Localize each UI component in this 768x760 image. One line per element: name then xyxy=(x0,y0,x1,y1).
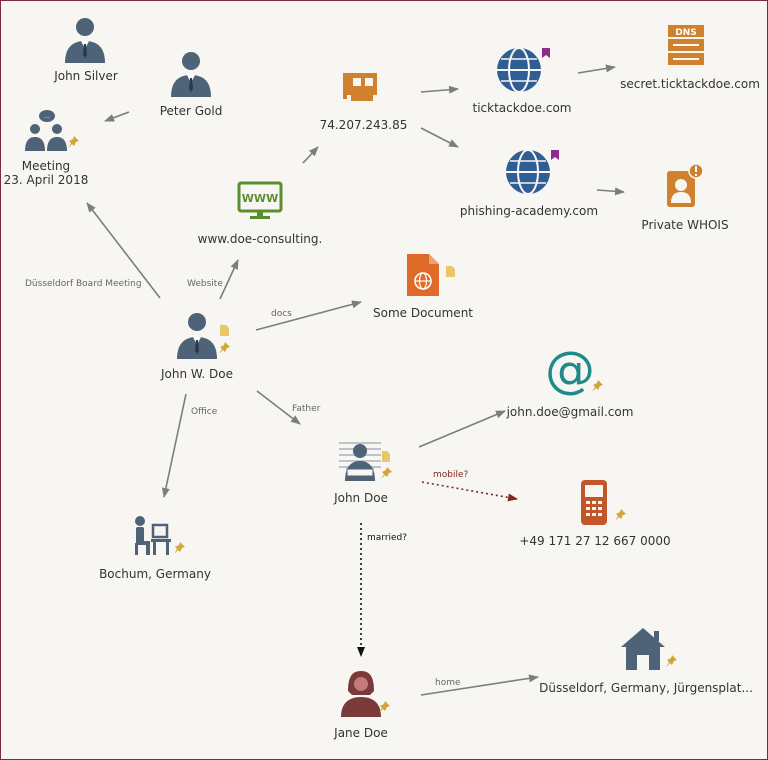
pin-icon xyxy=(68,136,79,148)
edge-johnw-to-document xyxy=(255,300,362,331)
person-icon xyxy=(171,52,211,97)
edge-johnw-to-bochum xyxy=(161,393,187,498)
edge-ip-to-phishing xyxy=(420,127,459,148)
label-home: Düsseldorf, Germany, Jürgensplat... xyxy=(539,681,753,695)
node-website[interactable]: WWW xyxy=(237,181,283,221)
node-jane-doe[interactable] xyxy=(337,669,397,721)
at-sign-icon: @ xyxy=(545,341,595,399)
label-john-doe: John Doe xyxy=(334,491,388,505)
edge-johndoe-to-email xyxy=(418,410,506,448)
node-john-silver[interactable] xyxy=(61,15,109,65)
edge-website-to-ip xyxy=(302,146,319,164)
edge-label-website: Website xyxy=(187,279,223,289)
edge-johnw-to-meeting xyxy=(86,202,161,299)
label-ticktackdoe: ticktackdoe.com xyxy=(472,101,572,115)
person-icon xyxy=(177,313,230,359)
label-meeting: Meeting 23. April 2018 xyxy=(1,159,93,187)
woman-icon xyxy=(341,671,390,717)
label-secret-dns: secret.ticktackdoe.com xyxy=(620,77,760,91)
label-document: Some Document xyxy=(372,306,473,320)
edge-johndoe-to-phone xyxy=(421,481,518,502)
website-icon: WWW xyxy=(237,181,283,219)
office-icon xyxy=(135,516,185,555)
globe-icon xyxy=(497,47,550,93)
label-ip: 74.207.243.85 xyxy=(319,118,408,132)
label-whois: Private WHOIS xyxy=(641,218,729,232)
edge-ticktackdoe-to-secret xyxy=(577,64,616,74)
edge-peter-to-meeting xyxy=(104,111,130,122)
label-jane-doe: Jane Doe xyxy=(334,726,388,740)
label-meeting-title: Meeting xyxy=(21,159,71,173)
label-john-w-doe: John W. Doe xyxy=(161,367,233,381)
edge-label-married: married? xyxy=(367,533,408,543)
edge-phishing-to-whois xyxy=(596,187,625,196)
node-whois[interactable] xyxy=(663,163,707,211)
label-email: john.doe@gmail.com xyxy=(506,405,634,419)
edge-label-father: Father xyxy=(292,404,321,414)
edge-ip-to-ticktackdoe xyxy=(420,85,459,94)
node-meeting[interactable]: ... xyxy=(23,107,85,155)
node-bochum[interactable] xyxy=(133,515,193,559)
edge-jane-to-home xyxy=(420,674,539,696)
network-card-icon xyxy=(343,73,377,101)
node-phone[interactable] xyxy=(579,479,633,527)
edge-label-home: home xyxy=(435,678,461,688)
edge-label-mobile: mobile? xyxy=(433,470,469,480)
node-peter-gold[interactable] xyxy=(167,49,215,99)
label-website: www.doe-consulting. xyxy=(197,232,323,246)
node-document[interactable] xyxy=(405,253,459,297)
node-ip[interactable] xyxy=(343,69,383,105)
node-john-w-doe[interactable] xyxy=(173,309,235,361)
node-secret-dns[interactable]: DNS xyxy=(665,23,707,67)
edge-label-office: Office xyxy=(191,407,218,417)
www-badge-text: WWW xyxy=(242,192,278,205)
node-ticktackdoe[interactable] xyxy=(495,45,553,95)
phone-icon xyxy=(581,480,626,525)
whois-card-icon xyxy=(667,163,704,207)
meeting-icon: ... xyxy=(25,110,67,151)
label-john-silver: John Silver xyxy=(54,69,118,83)
node-phishing[interactable] xyxy=(504,147,562,197)
node-home[interactable] xyxy=(621,625,683,673)
edge-johnw-to-johndoe xyxy=(256,390,301,425)
pin-icon xyxy=(592,380,603,392)
label-phone: +49 171 27 12 667 0000 xyxy=(519,534,671,548)
label-phishing: phishing-academy.com xyxy=(459,204,599,218)
document-icon xyxy=(407,254,455,296)
edge-johnw-to-website xyxy=(219,259,239,300)
node-email[interactable]: @ xyxy=(545,341,609,399)
label-peter-gold: Peter Gold xyxy=(159,104,223,118)
person-icon xyxy=(65,18,105,63)
edge-label-docs: docs xyxy=(271,309,292,319)
dns-icon: DNS xyxy=(668,25,704,65)
globe-icon xyxy=(506,149,559,195)
house-icon xyxy=(621,628,677,670)
dns-badge-text: DNS xyxy=(675,28,697,38)
label-meeting-date: 23. April 2018 xyxy=(3,173,89,187)
svg-text:...: ... xyxy=(44,113,50,120)
node-john-doe[interactable] xyxy=(337,437,397,483)
mugshot-icon xyxy=(339,442,392,481)
edge-label-board-meeting: Düsseldorf Board Meeting xyxy=(25,279,142,289)
label-bochum: Bochum, Germany xyxy=(99,567,211,581)
